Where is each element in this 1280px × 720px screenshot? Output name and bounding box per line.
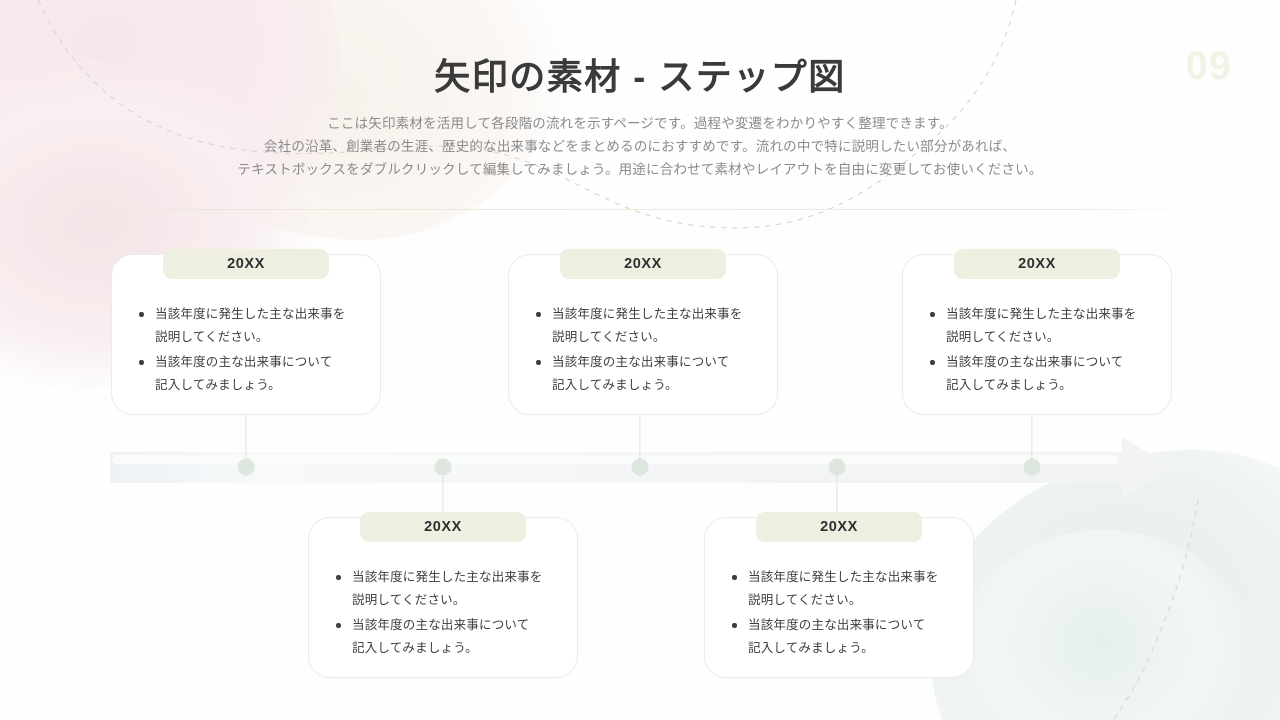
bullet-line: 説明してください。 — [155, 330, 269, 344]
step-card-1-year-badge: 20XX — [163, 249, 329, 279]
timeline-dot-5 — [1023, 458, 1041, 476]
timeline-dot-1 — [237, 458, 255, 476]
step-card-5-year-badge: 20XX — [954, 249, 1120, 279]
step-card-3-body: 当該年度に発生した主な出来事を 説明してください。 当該年度の主な出来事について… — [535, 303, 759, 399]
bullet-line: 説明してください。 — [552, 330, 666, 344]
list-item: 当該年度の主な出来事について 記入してみましょう。 — [138, 351, 362, 397]
step-card-4-body: 当該年度に発生した主な出来事を 説明してください。 当該年度の主な出来事について… — [731, 566, 955, 662]
list-item: 当該年度に発生した主な出来事を 説明してください。 — [138, 303, 362, 349]
bullet-line: 当該年度に発生した主な出来事を — [748, 570, 939, 584]
page-number: 09 — [1185, 44, 1232, 88]
list-item: 当該年度の主な出来事について 記入してみましょう。 — [929, 351, 1153, 397]
bullet-line: 記入してみましょう。 — [552, 378, 678, 392]
bullet-line: 説明してください。 — [748, 593, 862, 607]
step-card-1-bullets: 当該年度に発生した主な出来事を 説明してください。 当該年度の主な出来事について… — [138, 303, 362, 397]
step-card-2-year-badge: 20XX — [360, 512, 526, 542]
step-card-4-year-badge: 20XX — [756, 512, 922, 542]
header-divider — [80, 209, 1200, 210]
bullet-line: 記入してみましょう。 — [352, 641, 478, 655]
list-item: 当該年度に発生した主な出来事を 説明してください。 — [335, 566, 559, 612]
list-item: 当該年度の主な出来事について 記入してみましょう。 — [535, 351, 759, 397]
bullet-line: 当該年度の主な出来事について — [748, 618, 926, 632]
connector-line-5 — [1031, 414, 1033, 467]
bullet-line: 記入してみましょう。 — [946, 378, 1072, 392]
bullet-line: 当該年度に発生した主な出来事を — [352, 570, 543, 584]
step-card-4[interactable]: 20XX 当該年度に発生した主な出来事を 説明してください。 当該年度の主な出来… — [704, 512, 974, 678]
bullet-line: 当該年度の主な出来事について — [155, 355, 333, 369]
bullet-line: 当該年度の主な出来事について — [946, 355, 1124, 369]
page-title: 矢印の素材 - ステップ図 — [434, 56, 846, 97]
bullet-line: 説明してください。 — [946, 330, 1060, 344]
bullet-line: 当該年度に発生した主な出来事を — [155, 307, 346, 321]
subtitle-line: ここは矢印素材を活用して各段階の流れを示すページです。過程や変遷をわかりやすく整… — [327, 116, 953, 131]
connector-line-1 — [245, 414, 247, 467]
step-card-2-body: 当該年度に発生した主な出来事を 説明してください。 当該年度の主な出来事について… — [335, 566, 559, 662]
step-card-4-bullets: 当該年度に発生した主な出来事を 説明してください。 当該年度の主な出来事について… — [731, 566, 955, 660]
step-card-1-body: 当該年度に発生した主な出来事を 説明してください。 当該年度の主な出来事について… — [138, 303, 362, 399]
step-card-2-bullets: 当該年度に発生した主な出来事を 説明してください。 当該年度の主な出来事について… — [335, 566, 559, 660]
step-card-3[interactable]: 20XX 当該年度に発生した主な出来事を 説明してください。 当該年度の主な出来… — [508, 249, 778, 415]
bullet-line: 当該年度の主な出来事について — [352, 618, 530, 632]
list-item: 当該年度の主な出来事について 記入してみましょう。 — [335, 614, 559, 660]
bullet-line: 当該年度に発生した主な出来事を — [946, 307, 1137, 321]
step-card-5-bullets: 当該年度に発生した主な出来事を 説明してください。 当該年度の主な出来事について… — [929, 303, 1153, 397]
arrow-highlight — [112, 455, 1118, 464]
list-item: 当該年度に発生した主な出来事を 説明してください。 — [731, 566, 955, 612]
bullet-line: 当該年度に発生した主な出来事を — [552, 307, 743, 321]
list-item: 当該年度に発生した主な出来事を 説明してください。 — [535, 303, 759, 349]
connector-line-2 — [442, 467, 444, 515]
subtitle-line: 会社の沿革、創業者の生涯、歴史的な出来事などをまとめるのにおすすめです。流れの中… — [263, 139, 1017, 154]
slide-subtitle: ここは矢印素材を活用して各段階の流れを示すページです。過程や変遷をわかりやすく整… — [160, 112, 1120, 181]
step-card-1[interactable]: 20XX 当該年度に発生した主な出来事を 説明してください。 当該年度の主な出来… — [111, 249, 381, 415]
step-card-2[interactable]: 20XX 当該年度に発生した主な出来事を 説明してください。 当該年度の主な出来… — [308, 512, 578, 678]
bullet-line: 記入してみましょう。 — [748, 641, 874, 655]
step-card-5-body: 当該年度に発生した主な出来事を 説明してください。 当該年度の主な出来事について… — [929, 303, 1153, 399]
connector-line-4 — [836, 467, 838, 515]
list-item: 当該年度の主な出来事について 記入してみましょう。 — [731, 614, 955, 660]
step-card-3-year-badge: 20XX — [560, 249, 726, 279]
timeline-dot-3 — [631, 458, 649, 476]
subtitle-line: テキストボックスをダブルクリックして編集してみましょう。用途に合わせて素材やレイ… — [237, 162, 1043, 177]
list-item: 当該年度に発生した主な出来事を 説明してください。 — [929, 303, 1153, 349]
bullet-line: 記入してみましょう。 — [155, 378, 281, 392]
connector-line-3 — [639, 414, 641, 467]
step-card-3-bullets: 当該年度に発生した主な出来事を 説明してください。 当該年度の主な出来事について… — [535, 303, 759, 397]
bullet-line: 説明してください。 — [352, 593, 466, 607]
bullet-line: 当該年度の主な出来事について — [552, 355, 730, 369]
step-card-5[interactable]: 20XX 当該年度に発生した主な出来事を 説明してください。 当該年度の主な出来… — [902, 249, 1172, 415]
